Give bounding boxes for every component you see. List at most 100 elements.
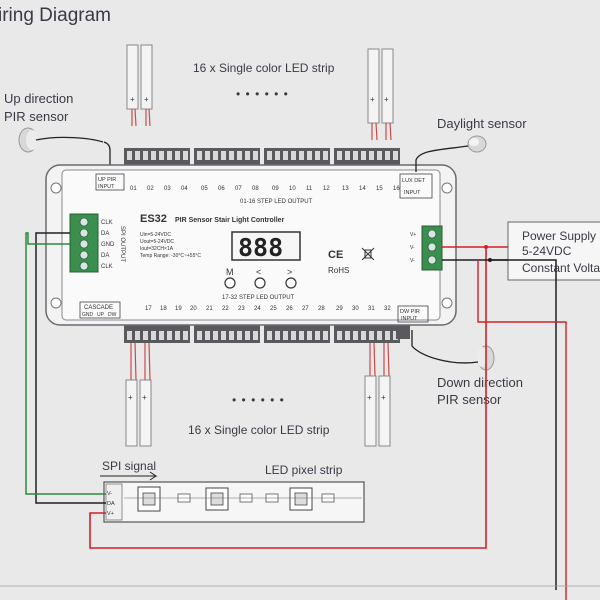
power-input-terminal: V+ V- V- — [410, 225, 443, 271]
svg-text:+: + — [370, 95, 375, 104]
svg-text:CASCADE: CASCADE — [84, 305, 113, 311]
svg-text:LUX DET: LUX DET — [402, 178, 426, 184]
svg-text:CLK: CLK — [101, 220, 113, 226]
svg-text:+: + — [130, 95, 135, 104]
top-terminal-blocks — [124, 148, 400, 166]
bottom-strip-label: 16 x Single color LED strip — [188, 423, 330, 437]
svg-text:26: 26 — [286, 306, 293, 312]
down-sensor-line-1: Down direction — [437, 375, 523, 390]
spi-arrow-icon — [100, 471, 158, 481]
svg-text:UP PIR: UP PIR — [98, 177, 116, 183]
svg-text:27: 27 — [302, 306, 309, 312]
channel-labels-bottom: 17 18 19 20 21 22 23 24 25 26 27 28 29 3… — [145, 306, 391, 312]
rohs-mark: RoHS — [328, 266, 349, 275]
ground-wire — [25, 232, 106, 495]
svg-text:DW: DW — [108, 312, 117, 318]
cascade-label: CASCADE GND UP DW — [79, 301, 121, 319]
svg-text:03: 03 — [164, 186, 171, 192]
svg-text:18: 18 — [160, 306, 167, 312]
right-button-label: > — [287, 267, 292, 277]
svg-text:29: 29 — [336, 306, 343, 312]
up-pir-sensor-icon — [18, 127, 104, 153]
svg-text:16: 16 — [393, 186, 400, 192]
diagram-title: iring Diagram — [0, 5, 111, 26]
svg-text:UP: UP — [97, 312, 105, 318]
led-pixel-strip: V- DA V+ — [103, 481, 365, 523]
top-led-strip-left: + + — [126, 44, 153, 127]
svg-text:Uout=5-24VDC: Uout=5-24VDC — [140, 239, 174, 245]
svg-text:02: 02 — [147, 186, 154, 192]
svg-text:+: + — [128, 393, 133, 402]
svg-text:DA: DA — [101, 231, 109, 237]
svg-text:V-: V- — [410, 258, 415, 264]
svg-text:+: + — [367, 393, 372, 402]
seven-segment-display: 888 — [231, 231, 301, 262]
svg-text:11: 11 — [306, 186, 313, 192]
svg-text:INPUT: INPUT — [401, 316, 418, 322]
spi-signal-label: SPI signal — [102, 459, 156, 473]
svg-text:DW PIR: DW PIR — [400, 309, 420, 315]
left-button[interactable] — [254, 277, 266, 289]
svg-text:+: + — [144, 95, 149, 104]
weee-bin-icon — [361, 247, 375, 261]
down-sensor-line-2: PIR sensor — [437, 392, 502, 407]
svg-text:01: 01 — [130, 186, 137, 192]
svg-text:31: 31 — [368, 306, 375, 312]
bottom-led-strip-right: + + — [364, 342, 391, 447]
svg-text:CLK: CLK — [101, 264, 113, 270]
lux-det-input-label: LUX DET INPUT — [399, 173, 433, 199]
daylight-sensor-icon — [415, 135, 487, 172]
bottom-dots: • • • • • • — [232, 393, 285, 407]
data-wire — [35, 232, 106, 504]
svg-text:04: 04 — [181, 186, 188, 192]
svg-text:25: 25 — [270, 306, 277, 312]
channel-labels-top: 01 02 03 04 05 06 07 08 09 10 11 12 13 1… — [130, 186, 400, 192]
svg-text:GND: GND — [82, 312, 94, 318]
svg-text:V+: V+ — [107, 511, 114, 517]
power-supply-box: Power Supply 5-24VDC Constant Voltag — [507, 221, 600, 281]
svg-text:13: 13 — [342, 186, 349, 192]
power-supply-line-1: Power Supply — [522, 229, 596, 243]
svg-text:Iout=32CH×1A: Iout=32CH×1A — [140, 246, 174, 252]
top-dots: • • • • • • — [236, 87, 289, 101]
svg-text:21: 21 — [206, 306, 213, 312]
led-pixel-strip-label: LED pixel strip — [265, 463, 343, 477]
svg-text:INPUT: INPUT — [98, 184, 115, 190]
svg-text:DA: DA — [101, 253, 109, 259]
top-led-strip-right: + + — [367, 48, 394, 141]
svg-text:Uin=5-24VDC: Uin=5-24VDC — [140, 232, 171, 238]
up-sensor-line-2: PIR sensor — [4, 109, 69, 124]
svg-text:14: 14 — [359, 186, 366, 192]
svg-text:12: 12 — [323, 186, 330, 192]
svg-text:Temp Range: -30°C~+55°C: Temp Range: -30°C~+55°C — [140, 253, 201, 259]
svg-text:24: 24 — [254, 306, 261, 312]
output-label-bottom: 17-32 STEP LED OUTPUT — [222, 295, 295, 301]
top-strip-label: 16 x Single color LED strip — [193, 61, 335, 75]
controller-specs: Uin=5-24VDC Uout=5-24VDC Iout=32CH×1A Te… — [140, 232, 201, 259]
svg-text:SPI OUTPUT: SPI OUTPUT — [119, 226, 125, 262]
control-buttons: M < > — [224, 267, 297, 289]
mode-button[interactable] — [224, 277, 236, 289]
daylight-sensor-label: Daylight sensor — [437, 116, 527, 131]
svg-text:GND: GND — [101, 242, 115, 248]
ce-mark: CE — [328, 249, 343, 261]
positive-wire-pixel — [89, 247, 487, 549]
svg-text:INPUT: INPUT — [404, 190, 421, 196]
svg-text:08: 08 — [252, 186, 259, 192]
svg-text:17: 17 — [145, 306, 152, 312]
svg-text:V-: V- — [410, 245, 415, 251]
up-sensor-line-1: Up direction — [4, 91, 73, 106]
left-button-label: < — [256, 267, 261, 277]
svg-text:+: + — [142, 393, 147, 402]
svg-text:30: 30 — [352, 306, 359, 312]
right-button[interactable] — [285, 277, 297, 289]
svg-text:10: 10 — [289, 186, 296, 192]
dw-pir-input-label: DW PIR INPUT — [397, 305, 429, 323]
svg-text:20: 20 — [190, 306, 197, 312]
svg-text:28: 28 — [318, 306, 325, 312]
svg-text:07: 07 — [235, 186, 242, 192]
svg-text:09: 09 — [272, 186, 279, 192]
power-supply-line-3: Constant Voltag — [522, 261, 600, 275]
svg-text:23: 23 — [238, 306, 245, 312]
